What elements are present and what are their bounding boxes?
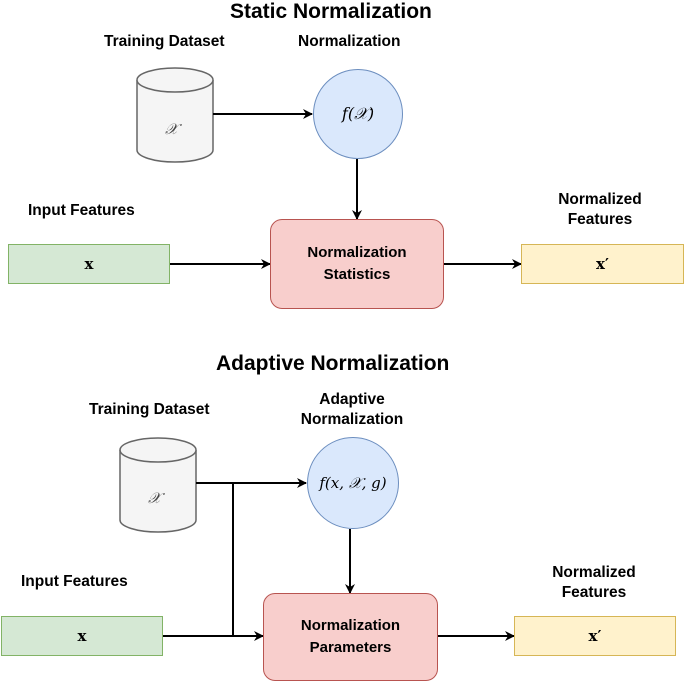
- adaptive-normalization-line2: Normalization: [300, 411, 404, 428]
- adaptive-normalization-label: Adaptive Normalization: [282, 390, 422, 430]
- adaptive-normalization-parameters: Normalization Parameters: [263, 593, 438, 681]
- adaptive-normalized-line2: Features: [561, 584, 627, 601]
- static-dataset-cylinder: [136, 67, 214, 163]
- static-normalized-line2: Features: [567, 211, 633, 228]
- adaptive-output-features-box: x′: [514, 616, 676, 656]
- adaptive-function-text: f(x, 𝒳, g): [319, 474, 387, 492]
- static-output-symbol: x′: [596, 255, 609, 273]
- adaptive-output-symbol: x′: [588, 627, 602, 645]
- adaptive-dataset-symbol: 𝒳: [148, 489, 161, 507]
- static-stats-line1: Normalization: [307, 244, 407, 261]
- adaptive-input-features-label: Input Features: [21, 573, 128, 590]
- static-normalization-statistics: Normalization Statistics: [270, 219, 444, 309]
- static-input-symbol: x: [84, 255, 94, 273]
- adaptive-normalized-features-label: Normalized Features: [524, 563, 664, 603]
- static-title: Static Normalization: [230, 0, 432, 23]
- adaptive-params-line1: Normalization: [300, 617, 401, 634]
- static-normalized-features-label: Normalized Features: [530, 190, 670, 230]
- static-input-features-label: Input Features: [28, 202, 135, 219]
- static-function-text: f(𝒳): [341, 104, 375, 123]
- adaptive-title: Adaptive Normalization: [216, 352, 450, 375]
- adaptive-dataset-cylinder: [119, 437, 197, 533]
- adaptive-training-dataset-label: Training Dataset: [89, 401, 210, 418]
- static-training-dataset-label: Training Dataset: [104, 33, 225, 50]
- static-normalized-line1: Normalized: [558, 191, 642, 208]
- static-output-features-box: x′: [521, 244, 684, 284]
- static-dataset-symbol: 𝒳: [165, 120, 178, 138]
- static-input-features-box: x: [8, 244, 170, 284]
- static-stats-line2: Statistics: [323, 266, 391, 283]
- static-normalization-label: Normalization: [298, 33, 401, 50]
- static-normalization-function: f(𝒳): [313, 69, 403, 159]
- adaptive-normalization-function: f(x, 𝒳, g): [307, 437, 399, 529]
- adaptive-normalized-line1: Normalized: [552, 564, 636, 581]
- adaptive-input-symbol: x: [77, 627, 87, 645]
- adaptive-normalization-line1: Adaptive: [319, 391, 385, 408]
- adaptive-input-features-box: x: [1, 616, 163, 656]
- adaptive-params-line2: Parameters: [309, 639, 392, 656]
